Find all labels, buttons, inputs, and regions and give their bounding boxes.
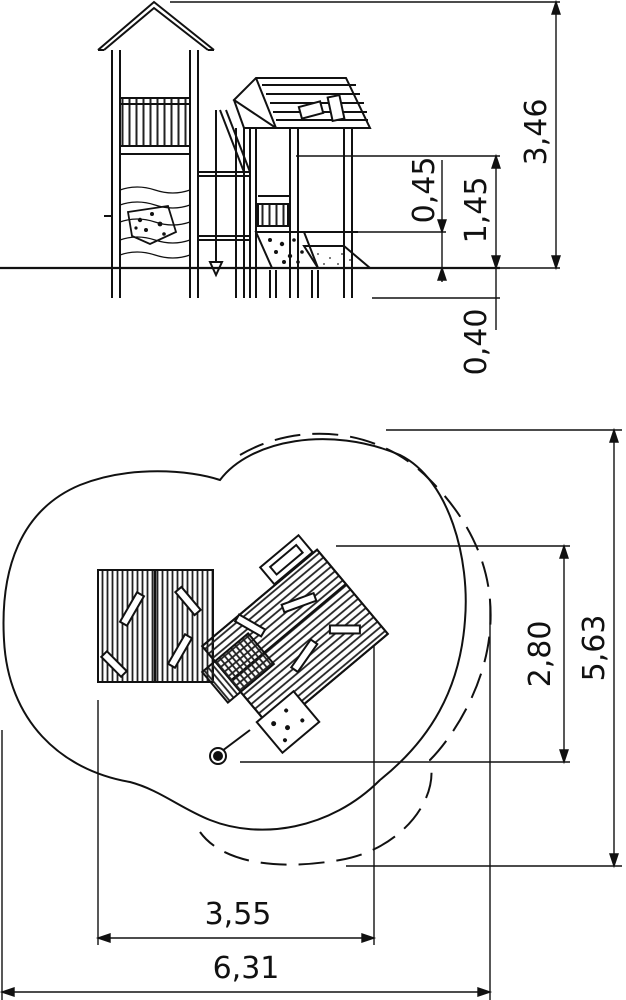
plan-dimension-lines bbox=[0, 427, 622, 1000]
handrail-height-label: 0,45 bbox=[407, 157, 442, 224]
tower-deck-beams bbox=[99, 585, 203, 679]
elevation-view: 3,46 0,45 1,45 0,40 bbox=[0, 0, 561, 376]
plan-view: 2,80 5,63 3,55 6,31 bbox=[0, 427, 622, 1000]
tower-railing-panel bbox=[119, 97, 191, 147]
area-depth-label: 5,63 bbox=[577, 615, 612, 682]
house-roof bbox=[232, 77, 372, 129]
foundation-depth-label: 0,40 bbox=[459, 309, 494, 376]
house-posts bbox=[235, 128, 353, 298]
climbing-wall-plan bbox=[255, 689, 321, 755]
climbing-ramp bbox=[254, 231, 320, 269]
bridge-plan bbox=[200, 631, 276, 705]
elevation-dimension-lines bbox=[170, 0, 561, 330]
equipment-width-label: 3,55 bbox=[205, 897, 272, 932]
platform-height-label: 1,45 bbox=[459, 177, 494, 244]
climbing-panel bbox=[126, 204, 178, 245]
house-bench bbox=[257, 203, 289, 227]
tower-lower-panel bbox=[119, 186, 191, 259]
tower-roof bbox=[97, 0, 215, 51]
equipment-depth-label: 2,80 bbox=[523, 621, 558, 688]
total-height-label: 3,46 bbox=[519, 99, 554, 166]
tower-posts bbox=[111, 50, 199, 298]
safety-area-dashed bbox=[199, 432, 492, 866]
area-width-label: 6,31 bbox=[213, 951, 280, 986]
platform-floor bbox=[302, 245, 373, 269]
